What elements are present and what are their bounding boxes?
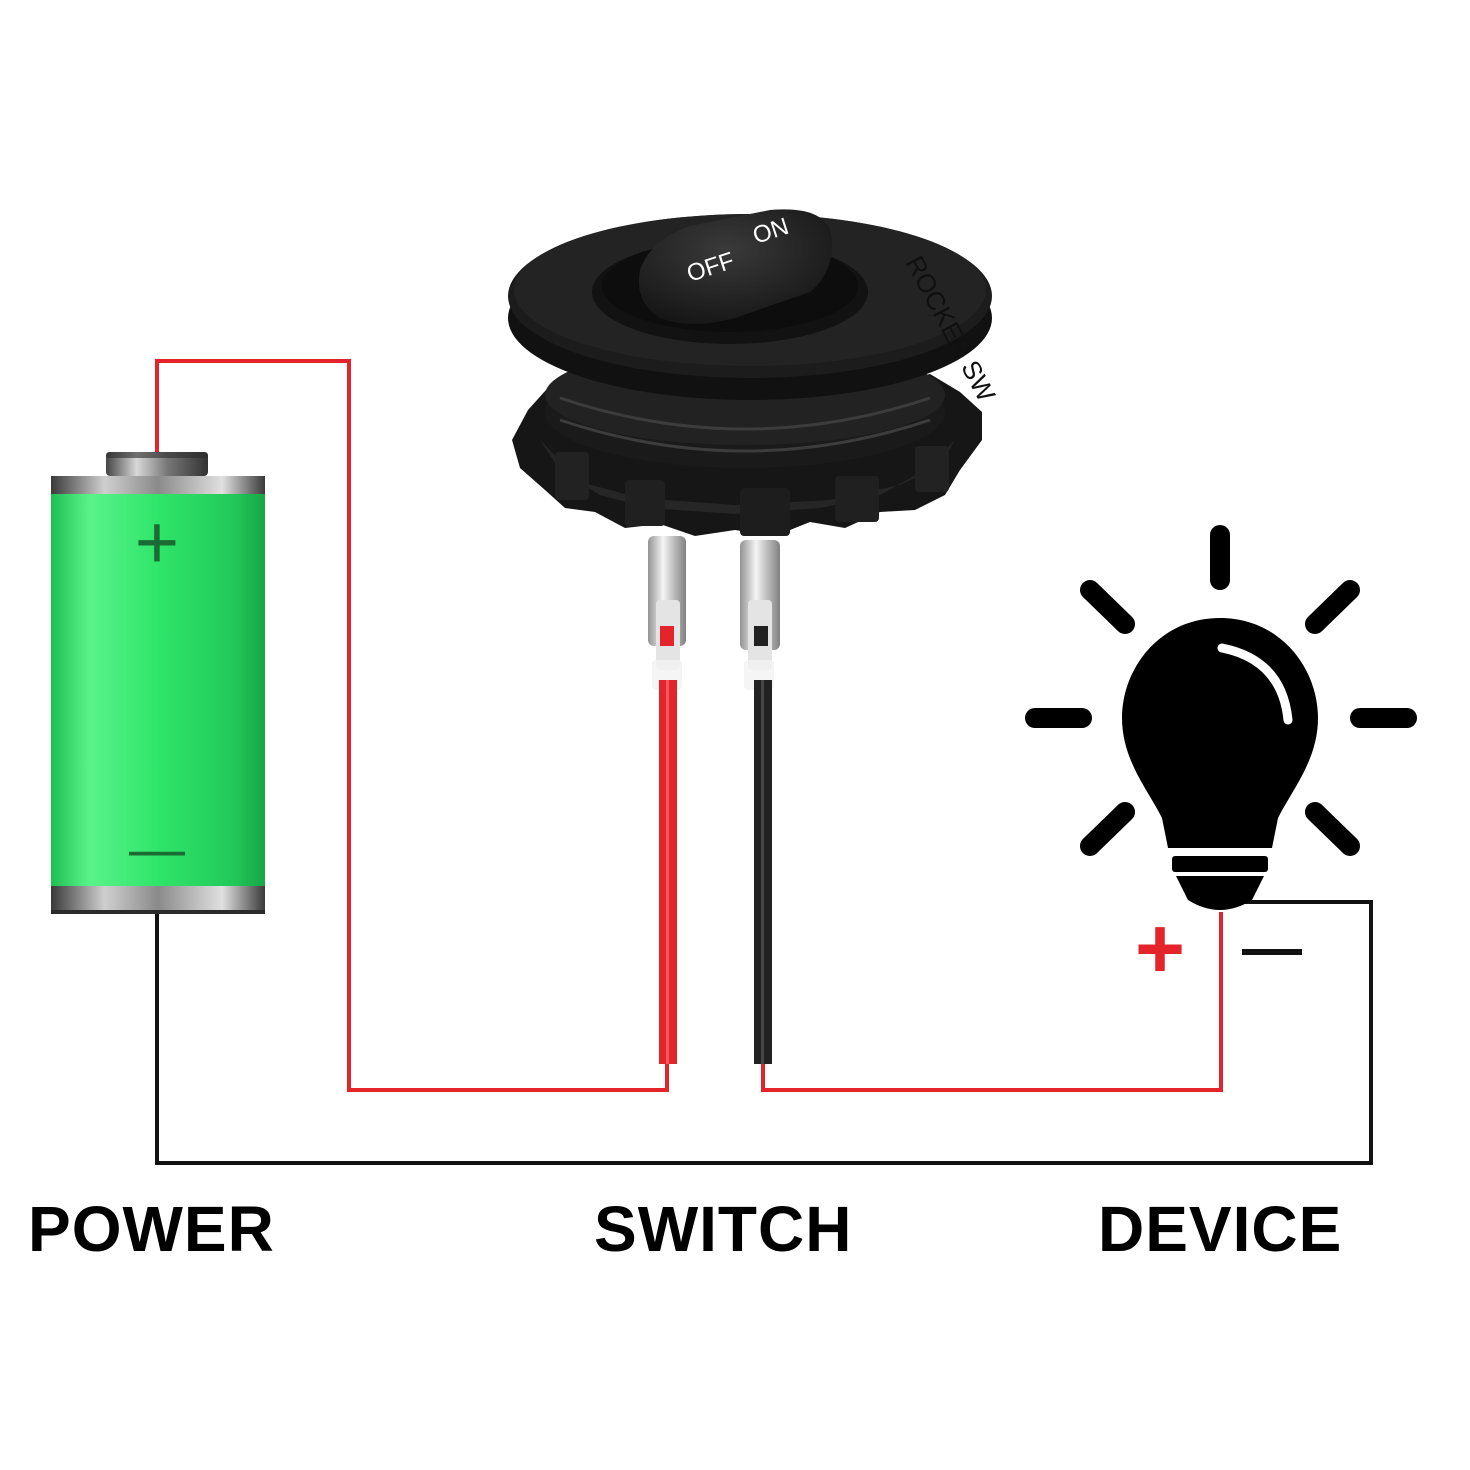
device-positive-symbol: +	[1135, 901, 1185, 997]
switch-label: SWITCH	[594, 1193, 853, 1265]
switch-terminal-left	[648, 536, 686, 690]
light-bulb-icon: + —	[1025, 525, 1417, 997]
device-negative-symbol: —	[1242, 914, 1302, 981]
wires	[155, 359, 1373, 1165]
switch-rocker[interactable]: ON OFF	[638, 209, 833, 324]
switch-terminal-right	[740, 540, 780, 690]
power-label: POWER	[28, 1193, 275, 1265]
battery-positive-symbol: +	[135, 500, 179, 585]
rocker-switch-icon: ROCKER SW ON OFF	[508, 209, 1002, 1064]
positive-wire-switch-to-device	[761, 912, 1223, 1092]
device-label: DEVICE	[1098, 1193, 1343, 1265]
bulb-rays	[1025, 525, 1417, 856]
battery-icon: + —	[51, 452, 265, 914]
negative-wire-battery-to-device	[155, 900, 1373, 1165]
positive-wire-battery-to-switch	[155, 359, 669, 1092]
battery-negative-symbol: —	[129, 817, 185, 880]
